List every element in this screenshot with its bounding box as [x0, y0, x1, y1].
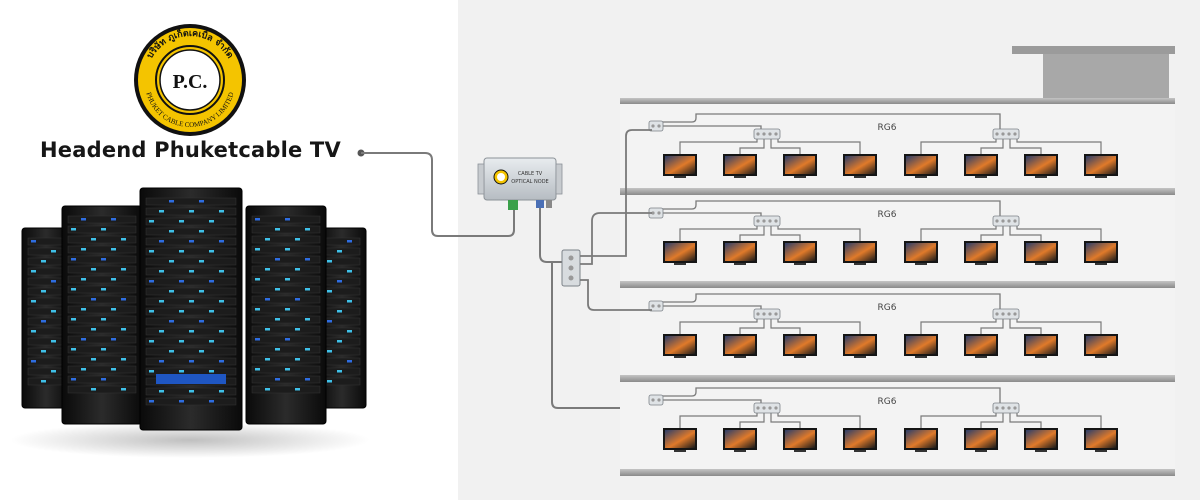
tv-screen [723, 154, 757, 178]
optical-node-line2: OPTICAL NODE [511, 179, 548, 185]
building-floor: RG6 [620, 113, 1175, 195]
server-racks [10, 187, 370, 458]
tv-screen [964, 334, 998, 358]
tv-screen [723, 334, 757, 358]
tv-screen [723, 241, 757, 265]
tv-screen [904, 428, 938, 452]
tv-screen [964, 241, 998, 265]
tv-screen [843, 154, 877, 178]
tv-screen [663, 154, 697, 178]
tv-screen [964, 428, 998, 452]
tv-screen [964, 154, 998, 178]
tv-screen [904, 154, 938, 178]
tv-screen [843, 334, 877, 358]
tv-screen [1024, 241, 1058, 265]
tv-screen [1084, 154, 1118, 178]
building-floor: RG6 [620, 387, 1175, 476]
cable-type-label: RG6 [878, 210, 897, 220]
logo-initials: P.C. [173, 71, 208, 93]
server-rack [139, 187, 243, 431]
tv-screen [1024, 154, 1058, 178]
tv-screen [843, 241, 877, 265]
tv-screen [723, 428, 757, 452]
tv-screen [663, 241, 697, 265]
optical-node: CABLE TV OPTICAL NODE [477, 157, 563, 210]
optical-node-line1: CABLE TV [518, 171, 543, 177]
headend-label: Headend Phuketcable TV [40, 138, 341, 162]
cable-type-label: RG6 [878, 123, 897, 133]
building-floor: RG6 [620, 200, 1175, 288]
tv-screen [904, 241, 938, 265]
server-rack [61, 205, 143, 425]
tv-screen [1084, 334, 1118, 358]
server-rack [317, 227, 367, 409]
tv-screen [1024, 428, 1058, 452]
tv-screen [1084, 428, 1118, 452]
tv-screen [783, 428, 817, 452]
headend-cable [357, 149, 515, 237]
server-rack [245, 205, 327, 425]
cable-type-label: RG6 [878, 303, 897, 313]
tv-screen [1024, 334, 1058, 358]
tv-screen [904, 334, 938, 358]
tv-screen [843, 428, 877, 452]
company-logo: P.C. บริษัท ภูเก็ตเคเบิ้ล จำกัด PHUKET C… [134, 24, 246, 136]
main-feed-cables [539, 208, 650, 409]
tv-screen [663, 334, 697, 358]
tv-screen [783, 334, 817, 358]
tv-screen [1084, 241, 1118, 265]
building-floor: RG6 [620, 293, 1175, 382]
tv-screen [783, 154, 817, 178]
cable-type-label: RG6 [878, 397, 897, 407]
distribution-splitter [561, 249, 581, 287]
riser-cables [580, 129, 652, 311]
tv-screen [783, 241, 817, 265]
tv-screen [663, 428, 697, 452]
